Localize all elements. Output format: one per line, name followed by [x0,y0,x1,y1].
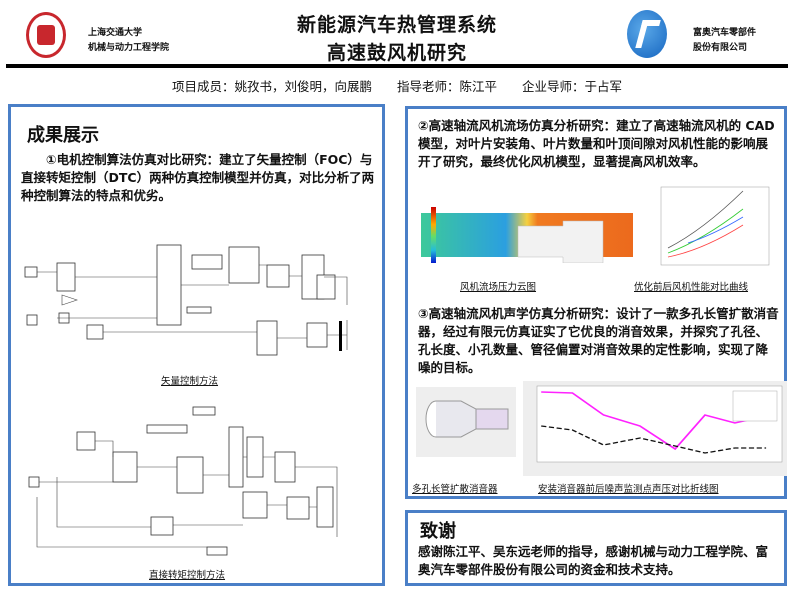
dtc-caption: 直接转矩控制方法 [149,570,226,581]
noise-comparison-chart [523,381,787,476]
flow-field-text: ②高速轴流风机流场仿真分析研究：建立了高速轴流风机的 CAD 模型，对叶片安装角… [418,118,775,169]
pressure-contour-image [421,207,633,263]
foc-simulink-diagram [24,244,348,356]
muffler-model-image [416,387,516,457]
noise-chart-caption: 安装消音器前后噪声监测点声压对比折线图 [538,484,719,495]
performance-curve-chart [660,186,770,266]
fan-research-panel: ②高速轴流风机流场仿真分析研究：建立了高速轴流风机的 CAD 模型，对叶片安装角… [405,106,787,499]
header-divider [6,64,788,68]
foc-dtc-text: ①电机控制算法仿真对比研究：建立了矢量控制（FOC）与直接转矩控制（DTC）两种… [21,152,375,203]
company-logo [627,10,667,58]
results-heading: 成果展示 [27,125,99,146]
acoustic-text: ③高速轴流风机声学仿真分析研究：设计了一款多孔长管扩散消音器，经过有限元仿真证实… [418,306,779,375]
university-name: 上海交通大学机械与动力工程学院 [88,28,170,53]
acknowledgement-panel: 致谢 感谢陈江平、吴东远老师的指导，感谢机械与动力工程学院、富奥汽车零部件股份有… [405,510,787,586]
sjtu-logo [26,12,66,58]
thanks-text: 感谢陈江平、吴东远老师的指导，感谢机械与动力工程学院、富奥汽车零部件股份有限公司… [418,544,769,577]
foc-caption: 矢量控制方法 [161,376,219,387]
poster-title-line2: 高速鼓风机研究 [326,42,467,64]
company-name: 富奥汽车零部件股份有限公司 [693,28,757,53]
muffler-caption: 多孔长管扩散消音器 [412,484,498,495]
performance-curve-caption: 优化前后风机性能对比曲线 [634,282,749,293]
project-members: 项目成员：姚孜书，刘俊明，向展鹏 指导老师：陈江平 企业导师：于占军 [171,79,622,94]
results-panel: 成果展示 ①电机控制算法仿真对比研究：建立了矢量控制（FOC）与直接转矩控制（D… [8,104,385,586]
pressure-contour-caption: 风机流场压力云图 [460,282,537,293]
poster-title-line1: 新能源汽车热管理系统 [296,14,497,36]
dtc-simulink-diagram [28,406,338,556]
thanks-heading: 致谢 [420,521,456,542]
